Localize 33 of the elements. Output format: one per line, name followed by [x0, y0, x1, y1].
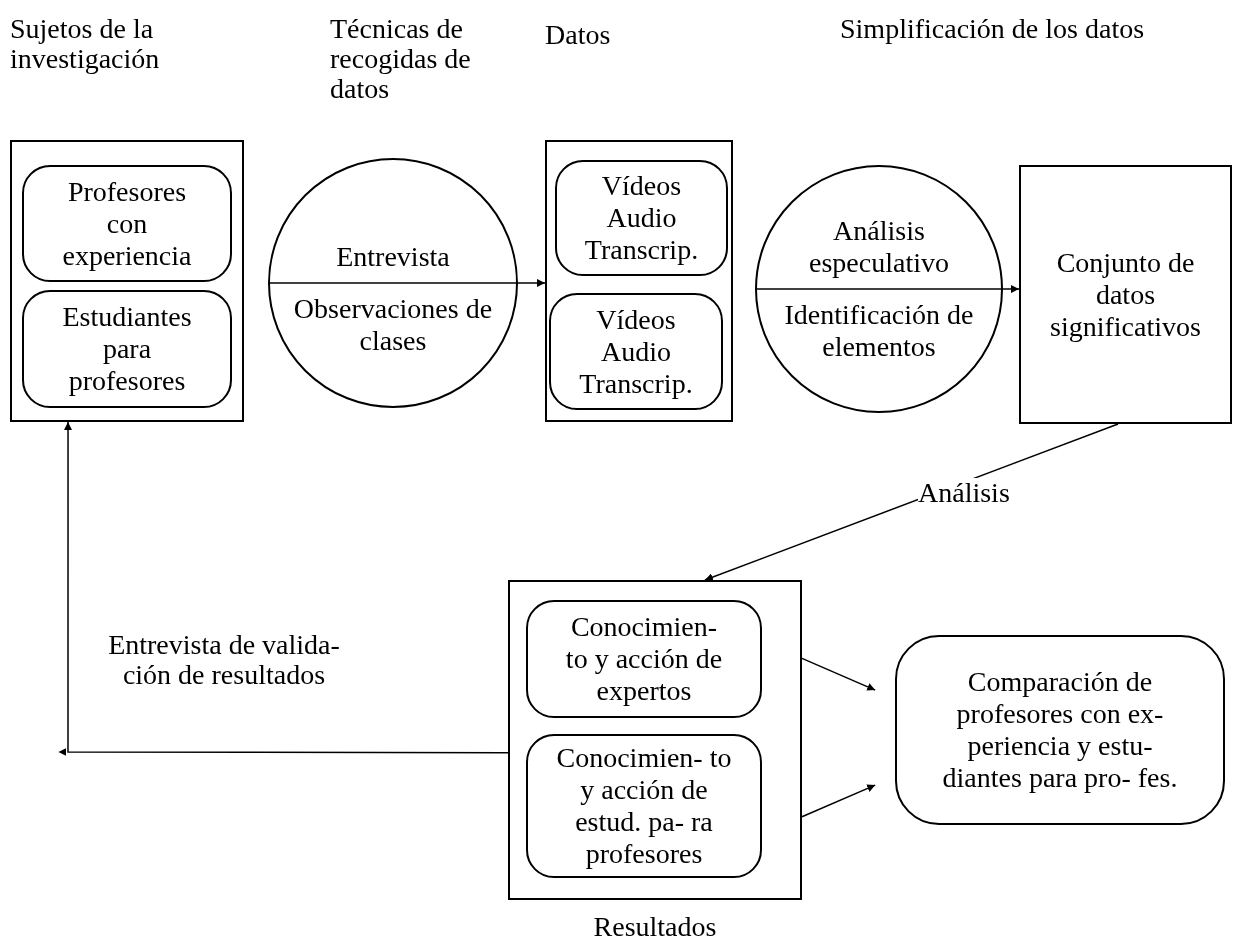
rounded-box [22, 165, 232, 282]
column-heading: Simplificación de los datos [840, 14, 1145, 44]
node-text: Conjunto de datos significativos [1049, 246, 1202, 343]
column-heading: Técnicas de recogidas de datos [330, 14, 472, 104]
arrow [801, 784, 876, 818]
rounded-box [526, 600, 762, 718]
circle-text: Análisis especulativo [808, 215, 950, 279]
arrow [801, 657, 876, 691]
rounded-box [526, 734, 762, 878]
rounded-box [549, 293, 723, 410]
node-text: Profesores con experiencia [61, 175, 193, 272]
rounded-box [555, 160, 728, 276]
circle-text: Observaciones de clases [292, 293, 494, 357]
node-text: Vídeos Audio Transcrip. [578, 303, 694, 400]
node-text: Conocimien- to y acción de expertos [564, 611, 724, 707]
rounded-box [895, 635, 1225, 825]
group-frame [10, 140, 244, 422]
arrow [267, 278, 546, 287]
arrow [754, 285, 1020, 294]
circle-text: Identificación de elementos [783, 299, 975, 363]
node-text: Estudiantes para profesores [61, 301, 193, 397]
column-heading: Sujetos de la investigación [10, 14, 161, 74]
group-frame [508, 580, 802, 900]
node-caption: Resultados [592, 912, 718, 942]
arrow [58, 421, 509, 756]
process-box [1019, 165, 1232, 424]
node-text: Comparación de profesores con ex- periencia y estu- diantes para pro- fes. [941, 666, 1179, 794]
circle-text: Entrevista [336, 241, 450, 273]
node-text: Conocimien- to y acción de estud. pa- ra profesores [555, 742, 733, 870]
group-frame [545, 140, 733, 422]
column-heading: Datos [545, 20, 611, 50]
rounded-box [22, 290, 232, 408]
node-text: Vídeos Audio Transcrip. [583, 170, 700, 266]
